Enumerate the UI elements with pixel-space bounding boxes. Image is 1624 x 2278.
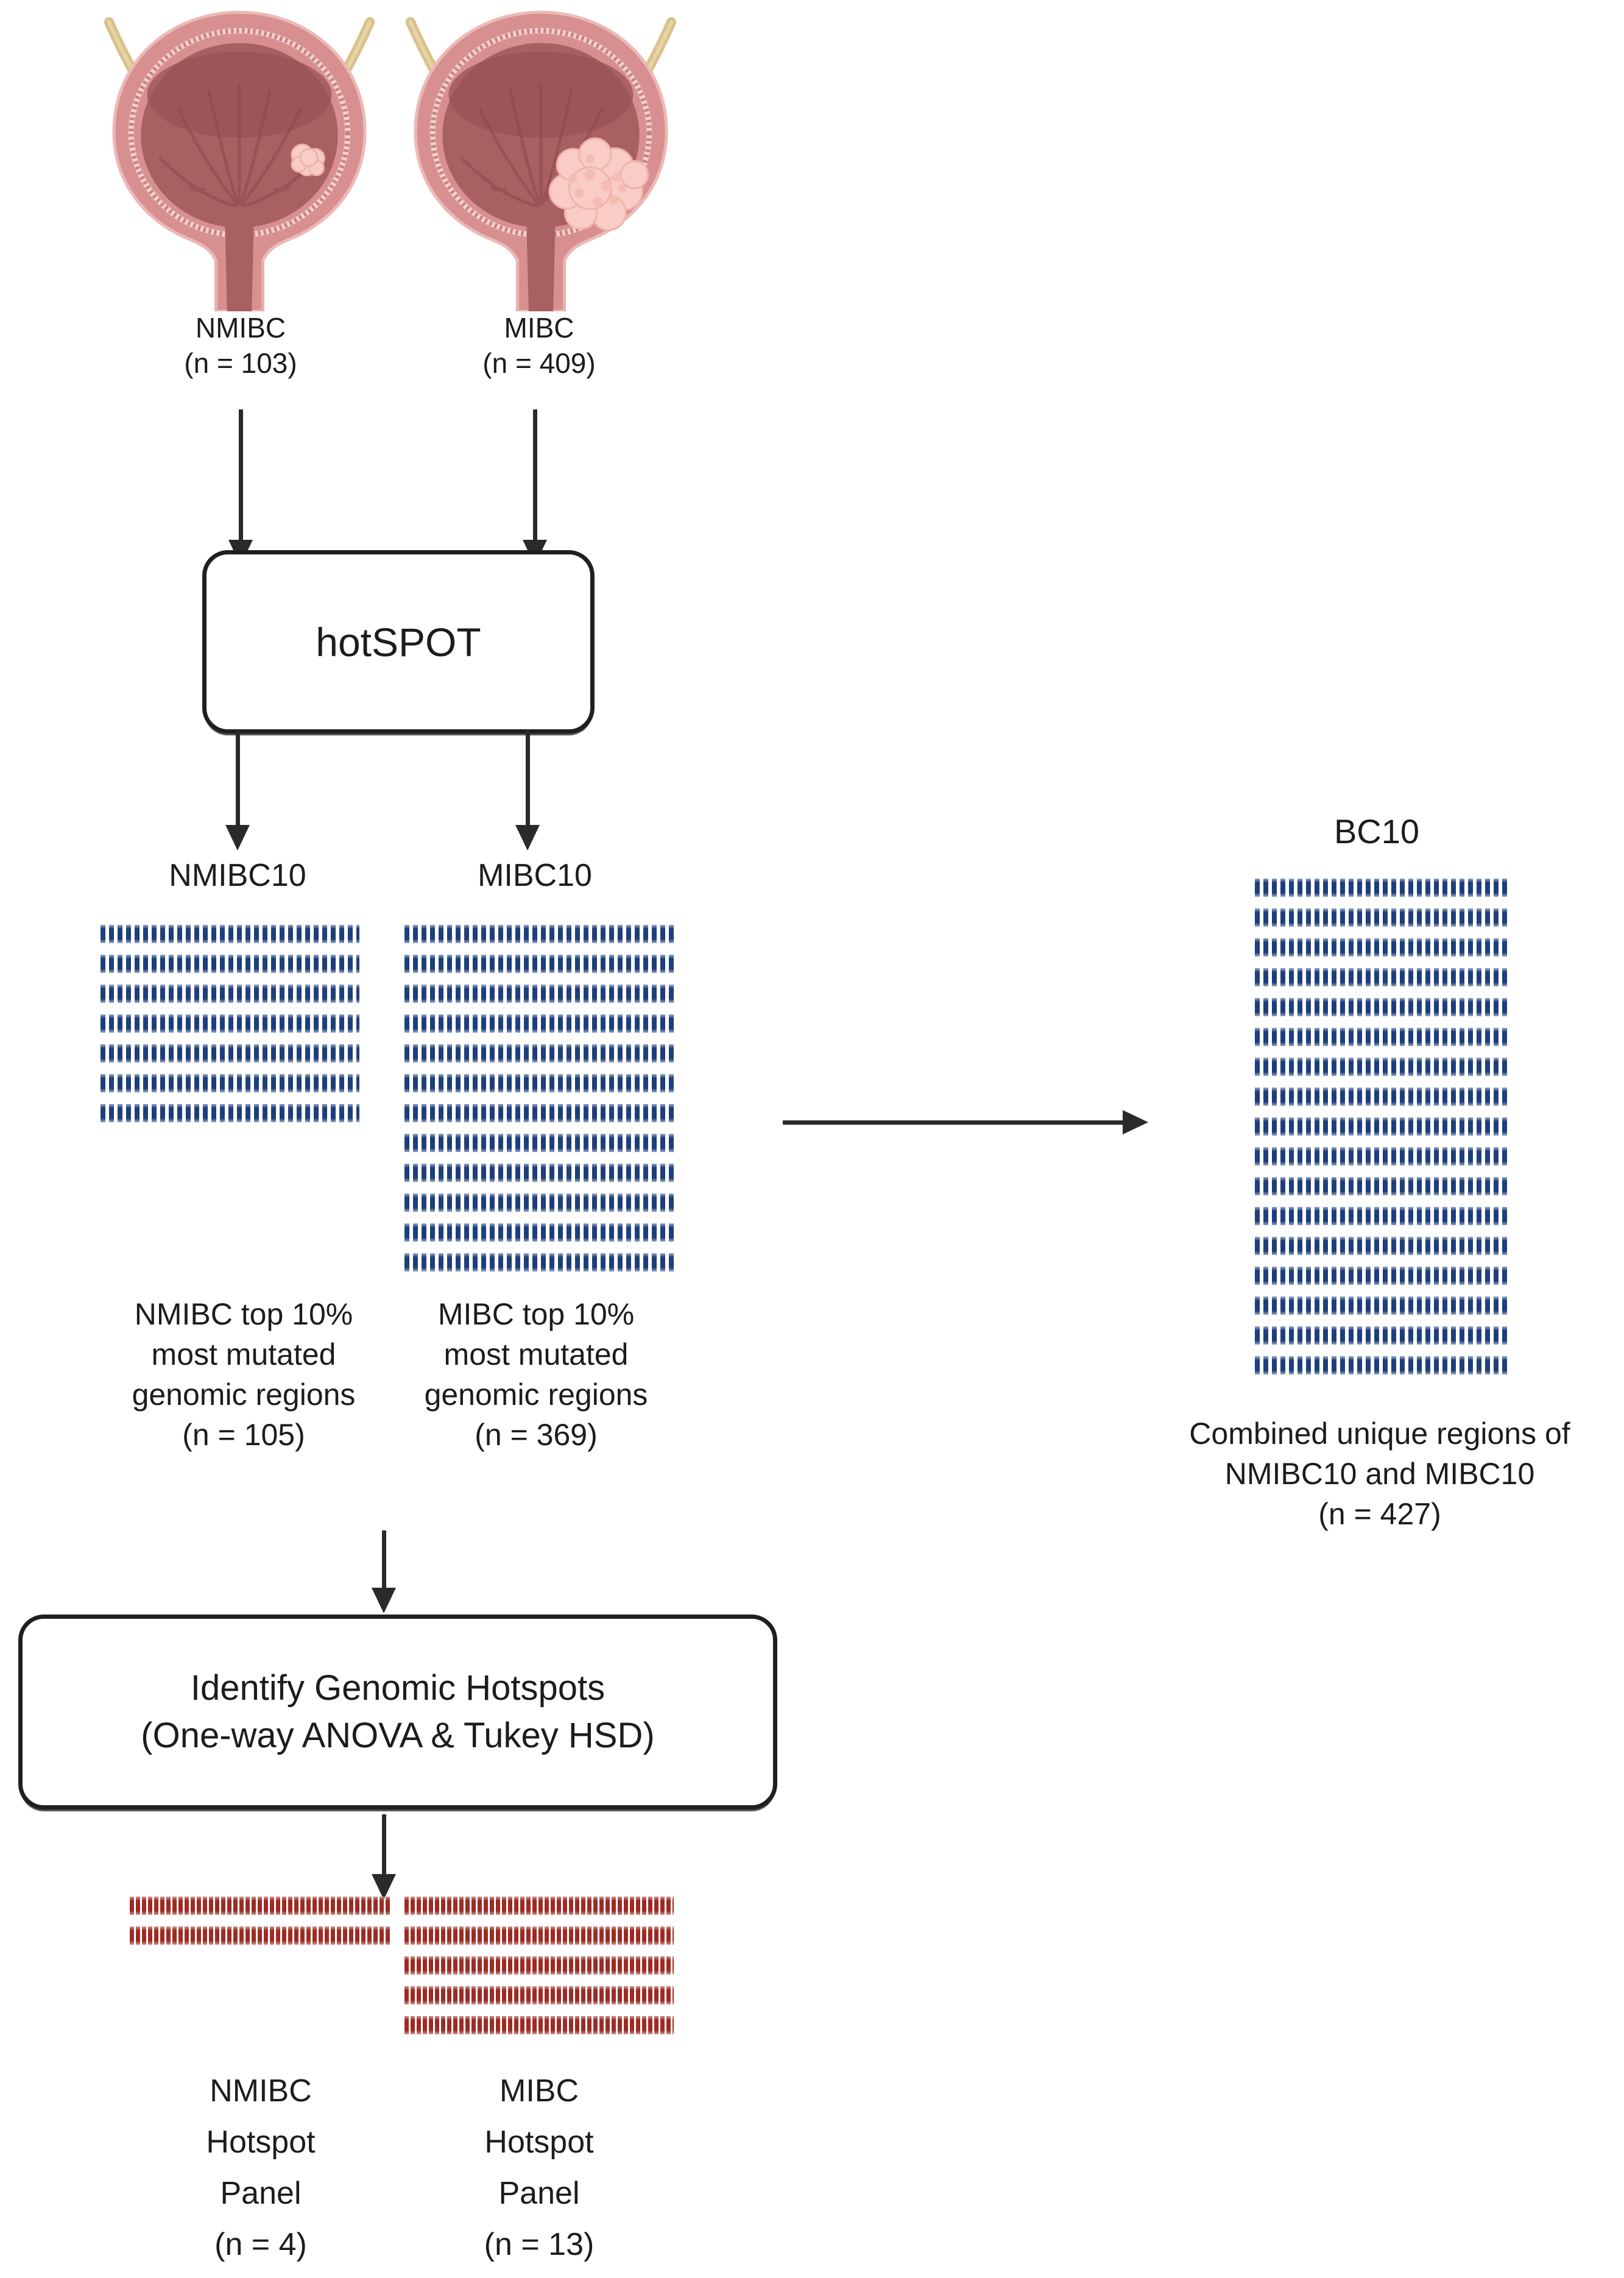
region-bar-row: [404, 1044, 674, 1063]
region-bar-row: [404, 955, 674, 973]
arrow-down-icon: [372, 1530, 396, 1613]
tumor-texture: [568, 154, 627, 207]
region-bar-row: [1255, 908, 1511, 927]
region-bar-row: [1255, 1088, 1511, 1106]
arrow-down-icon: [372, 1814, 396, 1900]
region-bar-row: [404, 925, 674, 943]
nmibc-cohort-name: NMIBC: [195, 312, 286, 344]
region-bar-row: [1255, 1207, 1511, 1225]
region-bar-row: [101, 1014, 359, 1033]
nmibc-cohort-count: (n = 103): [184, 347, 297, 379]
nmibc10-region-block: [101, 925, 359, 1134]
region-bar-row: [1255, 1296, 1511, 1315]
mibc10-title: MIBC10: [478, 858, 592, 893]
bladder-nmibc-illustration: [104, 10, 375, 311]
arrow-down-icon: [523, 409, 547, 565]
region-bar-row: [101, 1104, 359, 1122]
hotspot-process-box: hotSPOT: [202, 550, 595, 734]
nmibc-panel-caption: NMIBC Hotspot Panel (n = 4): [206, 2073, 316, 2262]
nmibc10-title: NMIBC10: [169, 858, 306, 893]
identify-box-line2: (One-way ANOVA & Tukey HSD): [141, 1716, 655, 1755]
region-bar-row: [1255, 1028, 1511, 1046]
arrow-down-icon: [515, 730, 540, 851]
region-bar-row: [404, 1104, 674, 1122]
mibc10-region-block: [404, 925, 674, 1283]
arrow-down-icon: [225, 730, 250, 851]
region-bar-row: [1255, 968, 1511, 986]
region-bar-row: [404, 2016, 674, 2034]
region-bar-row: [1255, 1058, 1511, 1076]
region-bar-row: [404, 1164, 674, 1182]
identify-hotspots-process-box: Identify Genomic Hotspots (One-way ANOVA…: [18, 1615, 777, 1809]
region-bar-row: [101, 1044, 359, 1063]
mibc-panel-caption: MIBC Hotspot Panel (n = 13): [484, 2073, 595, 2262]
region-bar-row: [101, 955, 359, 973]
region-bar-row: [404, 1956, 674, 1975]
region-bar-row: [404, 1986, 674, 2004]
region-bar-row: [404, 1253, 674, 1272]
region-bar-row: [404, 1897, 674, 1915]
identify-box-line1: Identify Genomic Hotspots: [190, 1668, 605, 1708]
region-bar-row: [404, 1014, 674, 1033]
region-bar-row: [404, 1074, 674, 1092]
hotspot-box-label: hotSPOT: [316, 619, 481, 665]
region-bar-row: [1255, 879, 1511, 897]
region-bar-row: [1255, 1326, 1511, 1345]
arrow-right-icon: [783, 1110, 1148, 1134]
arrow-down-icon: [228, 409, 253, 565]
mibc10-caption: MIBC top 10% most mutated genomic region…: [424, 1297, 648, 1452]
region-bar-row: [1255, 1177, 1511, 1195]
region-bar-row: [404, 985, 674, 1003]
region-bar-row: [404, 1926, 674, 1945]
region-bar-row: [404, 1134, 674, 1152]
tumor-small: [291, 143, 325, 177]
nmibc10-caption: NMIBC top 10% most mutated genomic regio…: [132, 1297, 356, 1452]
region-bar-row: [130, 1897, 392, 1915]
region-bar-row: [404, 1223, 674, 1242]
bc10-title: BC10: [1333, 812, 1420, 851]
region-bar-row: [1255, 1356, 1511, 1374]
region-bar-row: [1255, 938, 1511, 957]
region-bar-row: [1255, 1147, 1511, 1166]
region-bar-row: [1255, 1237, 1511, 1255]
nmibc-panel-block: [130, 1897, 392, 1956]
region-bar-row: [101, 925, 359, 943]
region-bar-row: [1255, 998, 1511, 1016]
mibc-cohort-count: (n = 409): [482, 347, 596, 379]
mibc-panel-block: [404, 1897, 674, 2046]
region-bar-row: [1255, 1117, 1511, 1136]
region-bar-row: [130, 1926, 392, 1945]
mibc-cohort-label: MIBC (n = 409): [448, 311, 630, 381]
bc10-region-block: [1255, 879, 1511, 1386]
bc10-caption: Combined unique regions of NMIBC10 and M…: [1189, 1417, 1570, 1531]
nmibc-cohort-label: NMIBC (n = 103): [149, 311, 332, 381]
region-bar-row: [101, 985, 359, 1003]
bladder-mibc-illustration: [405, 10, 677, 311]
mibc-cohort-name: MIBC: [504, 312, 574, 344]
region-bar-row: [404, 1194, 674, 1212]
region-bar-row: [1255, 1267, 1511, 1285]
region-bar-row: [101, 1074, 359, 1092]
